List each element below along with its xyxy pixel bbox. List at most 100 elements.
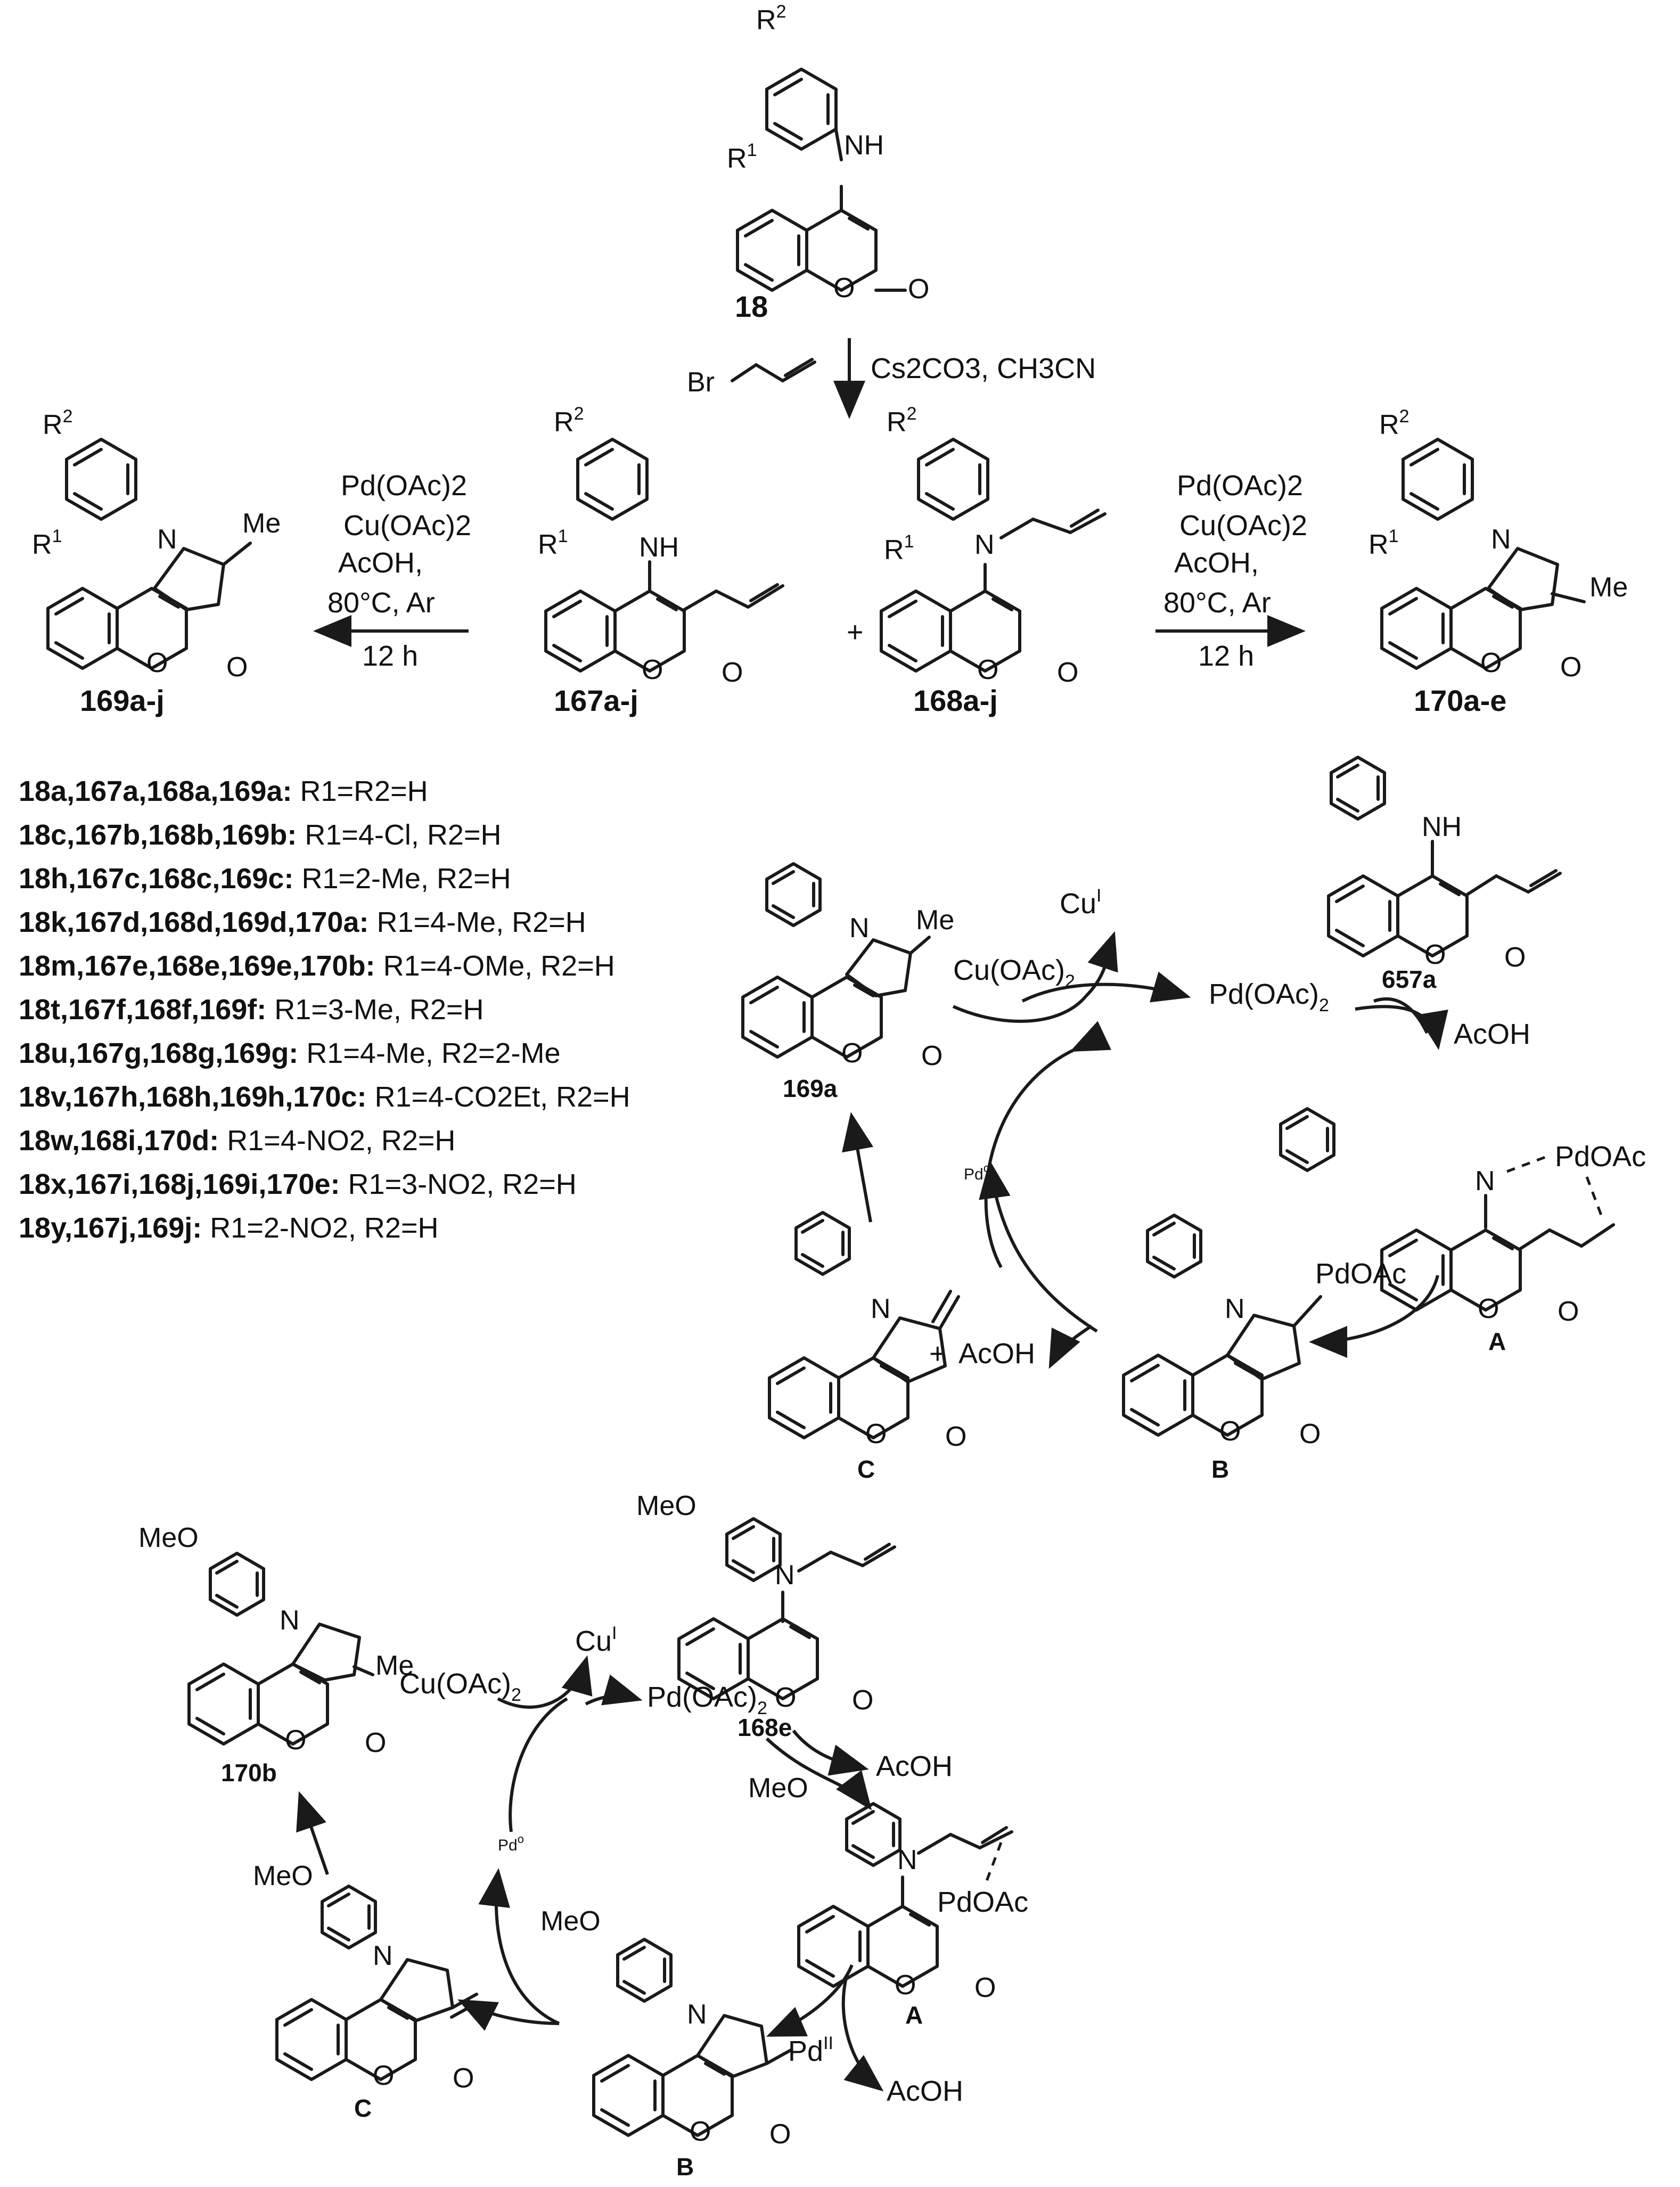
r2-label: R2 <box>756 2 786 36</box>
svg-text:N: N <box>974 529 995 560</box>
svg-text:O: O <box>722 657 743 688</box>
svg-text:N: N <box>157 524 177 555</box>
svg-text:Cu(OAc)2: Cu(OAc)2 <box>1179 510 1307 542</box>
substituent-row: 18t,167f,168f,169f: R1=3-Me, R2=H <box>19 994 484 1026</box>
svg-text:AcOH,: AcOH, <box>338 547 423 579</box>
svg-text:MeO: MeO <box>748 1773 808 1804</box>
cycle2-cuI: CuI <box>575 1623 617 1657</box>
svg-text:O: O <box>1480 648 1502 678</box>
compound-168e-label: 168e <box>737 1714 792 1741</box>
svg-text:N: N <box>1225 1293 1245 1324</box>
svg-text:O: O <box>865 1419 887 1449</box>
svg-text:N: N <box>775 1560 795 1591</box>
svg-text:R1: R1 <box>884 531 914 566</box>
product-170b: MeO N Me O O 170b <box>138 1522 414 1787</box>
intermediate-B-2: MeO N PdII O O B <box>540 1906 833 2181</box>
svg-text:O: O <box>852 1685 873 1716</box>
cycle1-acoh-bottom: AcOH <box>958 1338 1035 1370</box>
svg-text:NH: NH <box>1422 812 1462 842</box>
compound-170b-label: 170b <box>221 1759 277 1787</box>
svg-text:R2: R2 <box>43 406 72 440</box>
compound-657a-label: 657a <box>1382 965 1437 993</box>
substituent-row: 18h,167c,168c,169c: R1=2-Me, R2=H <box>19 863 511 895</box>
cycle1-pd0: Pdo <box>964 1161 990 1183</box>
svg-text:Pd(OAc)2: Pd(OAc)2 <box>1177 470 1303 502</box>
A-to-B-arrow <box>1309 1275 1439 1358</box>
compound-169-series: R2 R1 N Me O O 169a-j <box>32 406 281 717</box>
conditions-right: Pd(OAc)2 Cu(OAc)2 AcOH, 80°C, Ar 12 h <box>1155 470 1307 672</box>
substituent-list: 18a,167a,168a,169a: R1=R2=H 18c,167b,168… <box>19 769 737 1250</box>
intermediate-C-1: N O O C <box>769 1213 966 1483</box>
compound-167-series: R2 R1 NH O O 167a-j <box>538 404 784 717</box>
cycle2-acoh-top: AcOH <box>876 1750 953 1782</box>
compound-657a: NH O O 657a <box>1329 757 1562 993</box>
svg-text:PdOAc: PdOAc <box>1315 1258 1406 1290</box>
cycle2-B-to-pd0 <box>478 1868 560 2025</box>
substituent-row: 18a,167a,168a,169a: R1=R2=H <box>19 775 428 807</box>
svg-text:O: O <box>945 1421 966 1452</box>
svg-text:Cu(OAc)2: Cu(OAc)2 <box>343 510 471 542</box>
svg-text:O: O <box>146 648 168 678</box>
svg-text:AcOH,: AcOH, <box>1174 547 1259 579</box>
compound-169a-label: 169a <box>783 1075 838 1102</box>
ring-o-label: O <box>833 273 855 304</box>
svg-text:O: O <box>1504 942 1526 973</box>
cycle2-acoh-bottom: AcOH <box>887 2075 963 2107</box>
substituent-row: 18w,168i,170d: R1=4-NO2, R2=H <box>19 1125 456 1157</box>
cycle2-C-to-170b <box>296 1791 329 1875</box>
intermediate-B-1: N PdOAc O O B <box>1124 1215 1406 1483</box>
svg-text:Me: Me <box>1589 572 1628 603</box>
cycle2-to-C <box>457 1999 560 2031</box>
compound-168-series: R2 R1 N O O 168a-j <box>881 404 1107 717</box>
catalytic-cycle-1: CuI Cu(OAc)2 Pd(OAc)2 AcOH Pdo AcOH + <box>842 886 1530 1370</box>
svg-text:MeO: MeO <box>540 1906 601 1937</box>
compound-168-label: 168a-j <box>913 684 998 717</box>
cycle2-cuoac: Cu(OAc)2 <box>399 1668 521 1705</box>
cycle1-pdoac: Pd(OAc)2 <box>1209 978 1329 1015</box>
substituent-row: 18y,167j,169j: R1=2-NO2, R2=H <box>19 1212 439 1244</box>
cycle2-pdoac: Pd(OAc)2 <box>647 1681 767 1718</box>
svg-text:O: O <box>1560 652 1581 683</box>
substituent-row: 18k,167d,168d,169d,170a: R1=4-Me, R2=H <box>19 906 586 938</box>
svg-text:R1: R1 <box>1368 526 1398 560</box>
svg-text:O: O <box>453 2063 474 2094</box>
cycle2-pd-to-A <box>765 1737 872 1811</box>
cycle2-to-acoh <box>792 1730 869 1776</box>
657a-to-acoh <box>1373 997 1429 1034</box>
allylation-step: Br Cs2CO3, CH3CN <box>687 338 1096 419</box>
svg-text:Me: Me <box>916 905 954 936</box>
svg-text:O: O <box>285 1725 306 1756</box>
cycle2-A-to-acoh <box>841 1975 884 2092</box>
svg-text:R2: R2 <box>887 404 916 438</box>
svg-text:O: O <box>841 1038 863 1069</box>
svg-text:O: O <box>769 2119 791 2150</box>
compound-169-label: 169a-j <box>80 684 165 717</box>
svg-text:N: N <box>849 913 870 944</box>
catalytic-cycle-2: CuI Cu(OAc)2 Pd(OAc)2 AcOH Pdo AcOH <box>296 1623 963 2107</box>
svg-text:O: O <box>1299 1419 1321 1449</box>
svg-text:O: O <box>373 2060 394 2091</box>
compound-168e: MeO N O O 168e <box>636 1490 896 1741</box>
svg-text:O: O <box>226 652 248 683</box>
svg-text:N: N <box>687 1999 707 2030</box>
svg-text:MeO: MeO <box>138 1522 199 1553</box>
intermediate-A-1: N PdOAc O O A <box>1281 1109 1646 1355</box>
svg-text:N: N <box>1491 524 1511 555</box>
plus-sign: + <box>847 616 864 648</box>
svg-text:R1: R1 <box>32 526 62 560</box>
svg-text:O: O <box>690 2116 711 2147</box>
substituent-row: 18m,167e,168e,169e,170b: R1=4-OMe, R2=H <box>19 950 615 982</box>
cycle1-cuI: CuI <box>1060 886 1101 920</box>
substituent-row: 18u,167g,168g,169g: R1=4-Me, R2=2-Me <box>19 1037 561 1069</box>
cycle1-cuoac: Cu(OAc)2 <box>953 954 1075 992</box>
svg-text:C: C <box>857 1455 875 1483</box>
svg-text:NH: NH <box>639 532 679 563</box>
intermediate-A-2: MeO N PdOAc O O A <box>748 1773 1028 2029</box>
svg-text:N: N <box>1475 1166 1495 1197</box>
product-169a: N Me O O 169a <box>743 864 954 1102</box>
svg-text:Me: Me <box>375 1650 414 1681</box>
svg-text:C: C <box>354 2094 372 2122</box>
cycle2-pd0: Pdo <box>498 1832 524 1854</box>
svg-text:O: O <box>974 1972 996 2003</box>
